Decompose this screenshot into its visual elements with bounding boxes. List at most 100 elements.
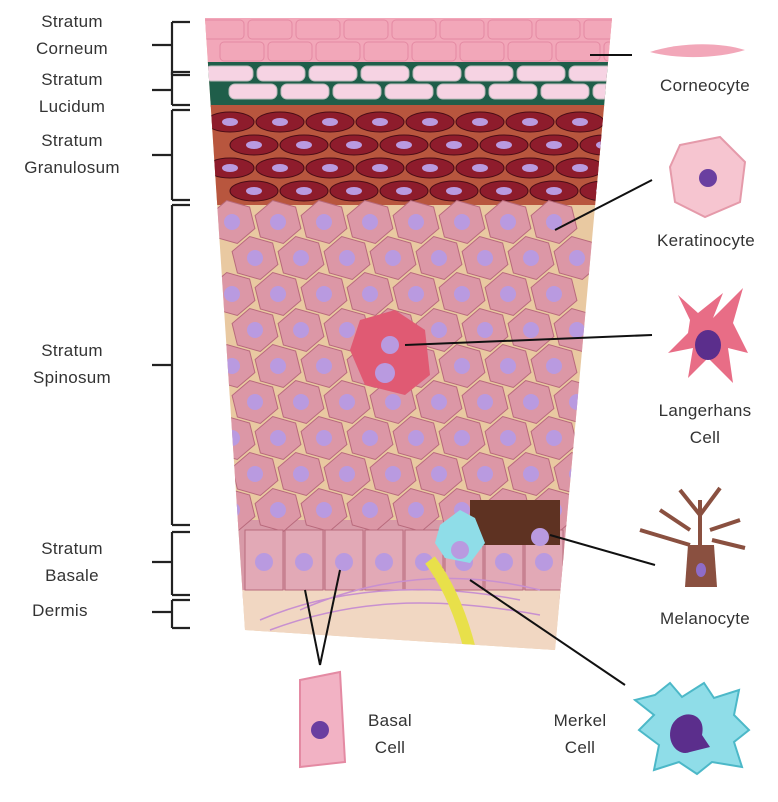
spinosum-nucleus <box>408 214 424 230</box>
corneum-cell <box>391 19 437 40</box>
cell-illustrations <box>299 44 751 776</box>
spinosum-nucleus <box>362 430 378 446</box>
basal-nucleus <box>295 553 313 571</box>
spinosum-nucleus <box>339 250 355 266</box>
granulosum-nucleus <box>472 118 488 126</box>
spinosum-nucleus <box>270 430 286 446</box>
dermis-layer <box>205 590 612 650</box>
corneum-cell <box>363 41 409 62</box>
corneum-cell <box>411 41 457 62</box>
spinosum-nucleus <box>339 466 355 482</box>
leader-melanocyte <box>549 534 656 566</box>
spinosum-nucleus <box>477 394 493 410</box>
spinosum-nucleus <box>477 322 493 338</box>
spinosum-nucleus <box>293 394 309 410</box>
spinosum-nucleus <box>316 502 332 518</box>
granulosum-nucleus <box>396 141 412 149</box>
spinosum-nucleus <box>224 358 240 374</box>
granulosum-nucleus <box>372 118 388 126</box>
bracket-granulosum <box>152 108 190 202</box>
corneum-cell <box>295 19 341 40</box>
granulosum-nucleus <box>272 164 288 172</box>
spinosum-nucleus <box>293 322 309 338</box>
basal-cell-illustration <box>299 670 347 769</box>
lucidum-cell <box>464 65 514 82</box>
spinosum-nucleus <box>339 322 355 338</box>
spinosum-nucleus <box>385 394 401 410</box>
spinosum-nucleus <box>247 466 263 482</box>
label-keratinocyte: Keratinocyte <box>656 231 756 250</box>
corneum-cell <box>439 19 485 40</box>
granulosum-nucleus <box>322 164 338 172</box>
spinosum-nucleus <box>569 250 585 266</box>
corneum-cell <box>603 41 612 62</box>
lucidum-cell <box>384 83 434 100</box>
spinosum-nucleus <box>270 358 286 374</box>
leader-basal-1 <box>304 589 321 666</box>
spinosum-nucleus <box>477 250 493 266</box>
spinosum-nucleus <box>431 250 447 266</box>
bracket-spinosum <box>152 203 190 527</box>
spinosum-nucleus <box>293 250 309 266</box>
spinosum-nucleus <box>224 430 240 446</box>
basal-nucleus <box>255 553 273 571</box>
lucidum-cell <box>412 65 462 82</box>
granulosum-nucleus <box>546 141 562 149</box>
lucidum-cell <box>436 83 486 100</box>
granulosum-nucleus <box>446 187 462 195</box>
spinosum-nucleus <box>431 322 447 338</box>
leader-langerhans <box>404 334 653 346</box>
granulosum-nucleus <box>496 141 512 149</box>
label-corneocyte: Corneocyte <box>660 76 750 95</box>
spinosum-nucleus <box>454 358 470 374</box>
granulosum-nucleus <box>246 141 262 149</box>
granulosum-nucleus <box>246 187 262 195</box>
spinosum-nucleus <box>500 430 516 446</box>
merkel-illustration <box>632 681 751 776</box>
corneum-cell <box>535 19 581 40</box>
corneocyte-illustration <box>650 44 745 58</box>
spinosum-nucleus <box>477 466 493 482</box>
spinosum-nucleus <box>247 322 263 338</box>
nerve-ending <box>425 556 476 650</box>
spinosum-nucleus <box>546 214 562 230</box>
spinosum-nucleus <box>408 286 424 302</box>
bracket-lucidum <box>152 70 190 107</box>
lucidum-cell <box>308 65 358 82</box>
spinosum-nucleus <box>247 250 263 266</box>
granulosum-nucleus <box>422 118 438 126</box>
spinosum-nucleus <box>431 466 447 482</box>
spinosum-nucleus <box>270 502 286 518</box>
granulosum-nucleus <box>322 118 338 126</box>
spinosum-nucleus <box>339 394 355 410</box>
granulosum-nucleus <box>522 118 538 126</box>
langerhans-illustration <box>668 288 748 383</box>
granulosum-nucleus <box>222 118 238 126</box>
spinosum-nucleus <box>454 286 470 302</box>
spinosum-nucleus <box>385 466 401 482</box>
layer-brackets <box>152 20 190 630</box>
spinosum-nucleus <box>362 214 378 230</box>
spinosum-nucleus <box>569 322 585 338</box>
spinosum-nucleus <box>523 322 539 338</box>
granulosum-nucleus <box>296 187 312 195</box>
granulosum-nucleus <box>222 164 238 172</box>
basal-nucleus <box>335 553 353 571</box>
granulosum-nucleus <box>346 141 362 149</box>
bracket-dermis <box>152 598 190 630</box>
lucidum-cell <box>256 65 306 82</box>
granulosum-nucleus <box>572 164 588 172</box>
keratinocyte-illustration <box>668 135 747 219</box>
granulosum-nucleus <box>572 118 588 126</box>
spinosum-nucleus <box>316 286 332 302</box>
basal-nucleus <box>375 553 393 571</box>
granulosum-nucleus <box>372 164 388 172</box>
leader-basal-2 <box>319 569 341 666</box>
granulosum-nucleus <box>296 141 312 149</box>
basal-nucleus <box>535 553 553 571</box>
corneum-cell <box>247 19 293 40</box>
